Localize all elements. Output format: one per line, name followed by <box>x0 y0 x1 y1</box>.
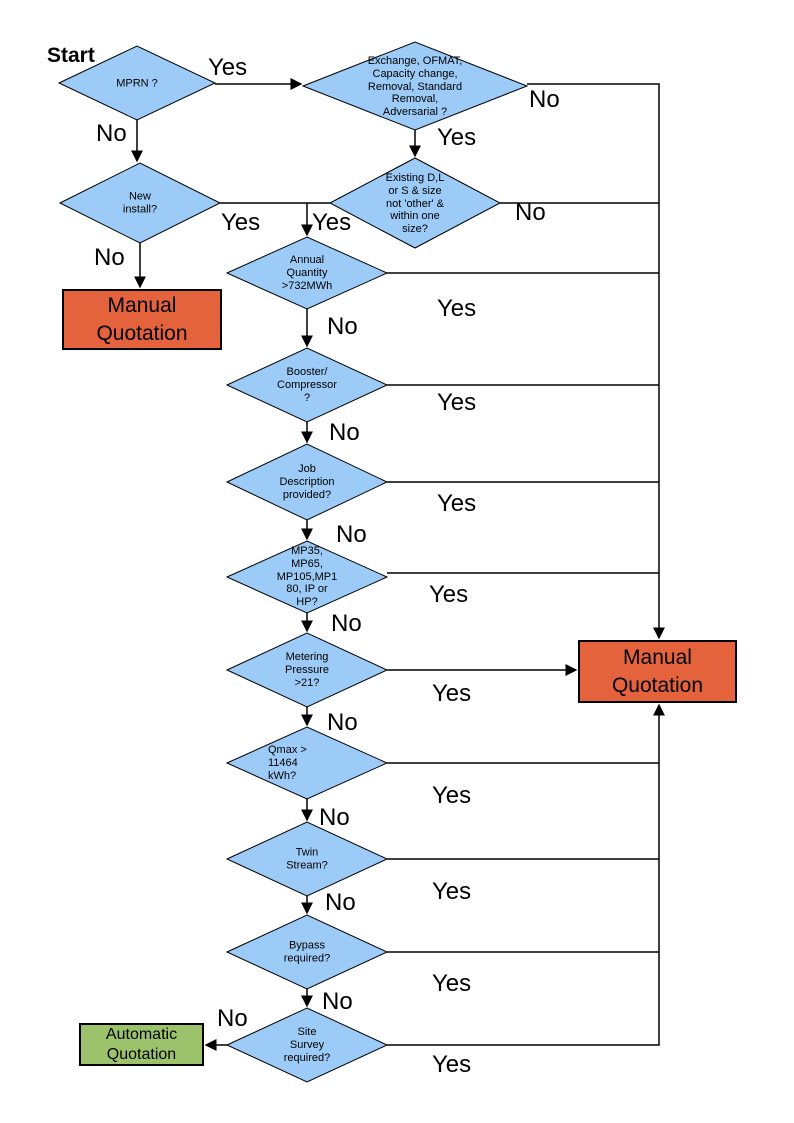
edge-site-survey-yes-to-manual-right <box>387 703 665 1046</box>
decision-qmax-label: Qmax > 11464 kWh? <box>268 743 307 782</box>
decision-twin-shape <box>225 821 389 897</box>
edge-label-no-metering: No <box>327 709 358 736</box>
decision-site-survey-shape <box>225 1007 389 1083</box>
edge-label-yes-site-survey: Yes <box>432 1051 472 1078</box>
decision-site-survey-label: Site Survey required? <box>283 1025 331 1064</box>
decision-new-install-label: New install? <box>122 190 158 215</box>
edge-label-yes-bypass: Yes <box>432 970 472 997</box>
edge-exchange-no-to-manual-right <box>527 83 665 640</box>
decision-existing-label: Existing D,L or S & size not 'other' & w… <box>385 172 445 236</box>
edge-label-no-job-desc: No <box>336 521 367 548</box>
edge-label-yes-existing: Yes <box>312 209 352 236</box>
decision-mprn-shape <box>57 45 217 121</box>
decision-booster-shape <box>225 347 389 423</box>
decision-job-desc-label: Job Description provided? <box>279 462 335 501</box>
edge-label-yes-new-install: Yes <box>221 209 261 236</box>
edge-label-no-annual: No <box>327 313 358 340</box>
edge-label-yes-mprn: Yes <box>208 54 248 81</box>
edge-label-yes-annual: Yes <box>437 295 477 322</box>
edge-label-no-mprn: No <box>96 120 127 147</box>
edge-label-no-exchange: No <box>529 86 560 113</box>
decision-mprn-label: MPRN ? <box>116 77 158 90</box>
decision-new-install-shape <box>58 162 222 244</box>
decision-booster-label: Booster/ Compressor ? <box>277 365 337 404</box>
terminal-manual-quotation-right: Manual Quotation <box>578 640 737 703</box>
edge-label-no-new-install: No <box>94 244 125 271</box>
decision-annual-label: Annual Quantity >732MWh <box>281 253 333 292</box>
decision-annual-shape <box>225 236 389 310</box>
decision-bypass-shape <box>225 914 389 990</box>
terminal-automatic-quotation: Automatic Quotation <box>79 1023 204 1066</box>
decision-mp-label: MP35, MP65, MP105,MP1 80, IP or HP? <box>276 545 338 609</box>
decision-job-desc-shape <box>225 443 389 521</box>
decision-bypass-label: Bypass required? <box>283 939 331 964</box>
edge-label-yes-booster: Yes <box>437 389 477 416</box>
decision-metering-shape <box>225 632 389 708</box>
edge-label-yes-exchange: Yes <box>437 124 477 151</box>
terminal-manual-quotation-left: Manual Quotation <box>62 289 222 350</box>
edge-label-no-existing: No <box>515 199 546 226</box>
decision-mp-shape <box>225 540 389 614</box>
decision-qmax-shape <box>225 726 389 800</box>
edge-label-no-qmax: No <box>319 804 350 831</box>
edge-label-yes-qmax: Yes <box>432 782 472 809</box>
start-label: Start <box>47 44 95 67</box>
edge-label-no-bypass: No <box>322 988 353 1015</box>
edge-label-no-site-survey: No <box>217 1005 248 1032</box>
decision-twin-label: Twin Stream? <box>286 846 328 871</box>
decision-exchange-label: Exchange, OFMAT, Capacity change, Remova… <box>367 55 463 119</box>
decision-metering-label: Metering Pressure >21? <box>284 650 330 689</box>
edge-label-no-mp: No <box>331 610 362 637</box>
edge-label-no-twin: No <box>325 889 356 916</box>
edge-label-yes-job-desc: Yes <box>437 490 477 517</box>
edge-label-no-booster: No <box>329 419 360 446</box>
edge-label-yes-twin: Yes <box>432 878 472 905</box>
decision-exchange-shape <box>301 41 529 131</box>
edge-label-yes-mp: Yes <box>429 581 469 608</box>
edge-label-yes-metering: Yes <box>432 680 472 707</box>
decision-existing-shape <box>328 157 502 249</box>
